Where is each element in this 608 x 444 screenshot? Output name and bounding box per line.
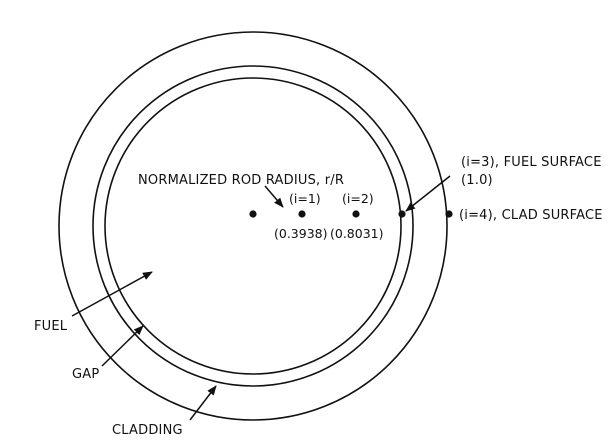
gap-label: GAP bbox=[72, 367, 99, 382]
node-label-i2: (i=2) bbox=[342, 191, 374, 206]
fuel-surface-circle bbox=[104, 77, 402, 375]
fuel-label: FUEL bbox=[34, 319, 68, 334]
node-value-i3: (1.0) bbox=[461, 173, 493, 188]
cladding-outer-circle bbox=[58, 31, 448, 421]
node-label-i4: (i=4), CLAD SURFACE bbox=[459, 208, 603, 223]
node-point-i1 bbox=[298, 210, 306, 218]
radius-label-arrow bbox=[264, 185, 284, 208]
node-label-i3: (i=3), FUEL SURFACE bbox=[461, 155, 602, 170]
fuel-surface-arrow bbox=[405, 175, 451, 212]
node-value-i1: (0.3938) bbox=[274, 226, 328, 241]
node-point-i2 bbox=[352, 210, 360, 218]
fuel-arrow bbox=[71, 271, 153, 317]
node-label-i1: (i=1) bbox=[289, 191, 321, 206]
gap-arrow bbox=[101, 325, 144, 367]
normalized-radius-label: NORMALIZED ROD RADIUS, r/R bbox=[138, 173, 344, 188]
cladding-arrow bbox=[189, 385, 217, 421]
cladding-inner-circle bbox=[92, 65, 414, 387]
node-value-i2: (0.8031) bbox=[330, 226, 384, 241]
node-point-i3 bbox=[398, 210, 406, 218]
node-point-i4 bbox=[445, 210, 453, 218]
cladding-label: CLADDING bbox=[112, 423, 183, 438]
center-point bbox=[249, 210, 257, 218]
